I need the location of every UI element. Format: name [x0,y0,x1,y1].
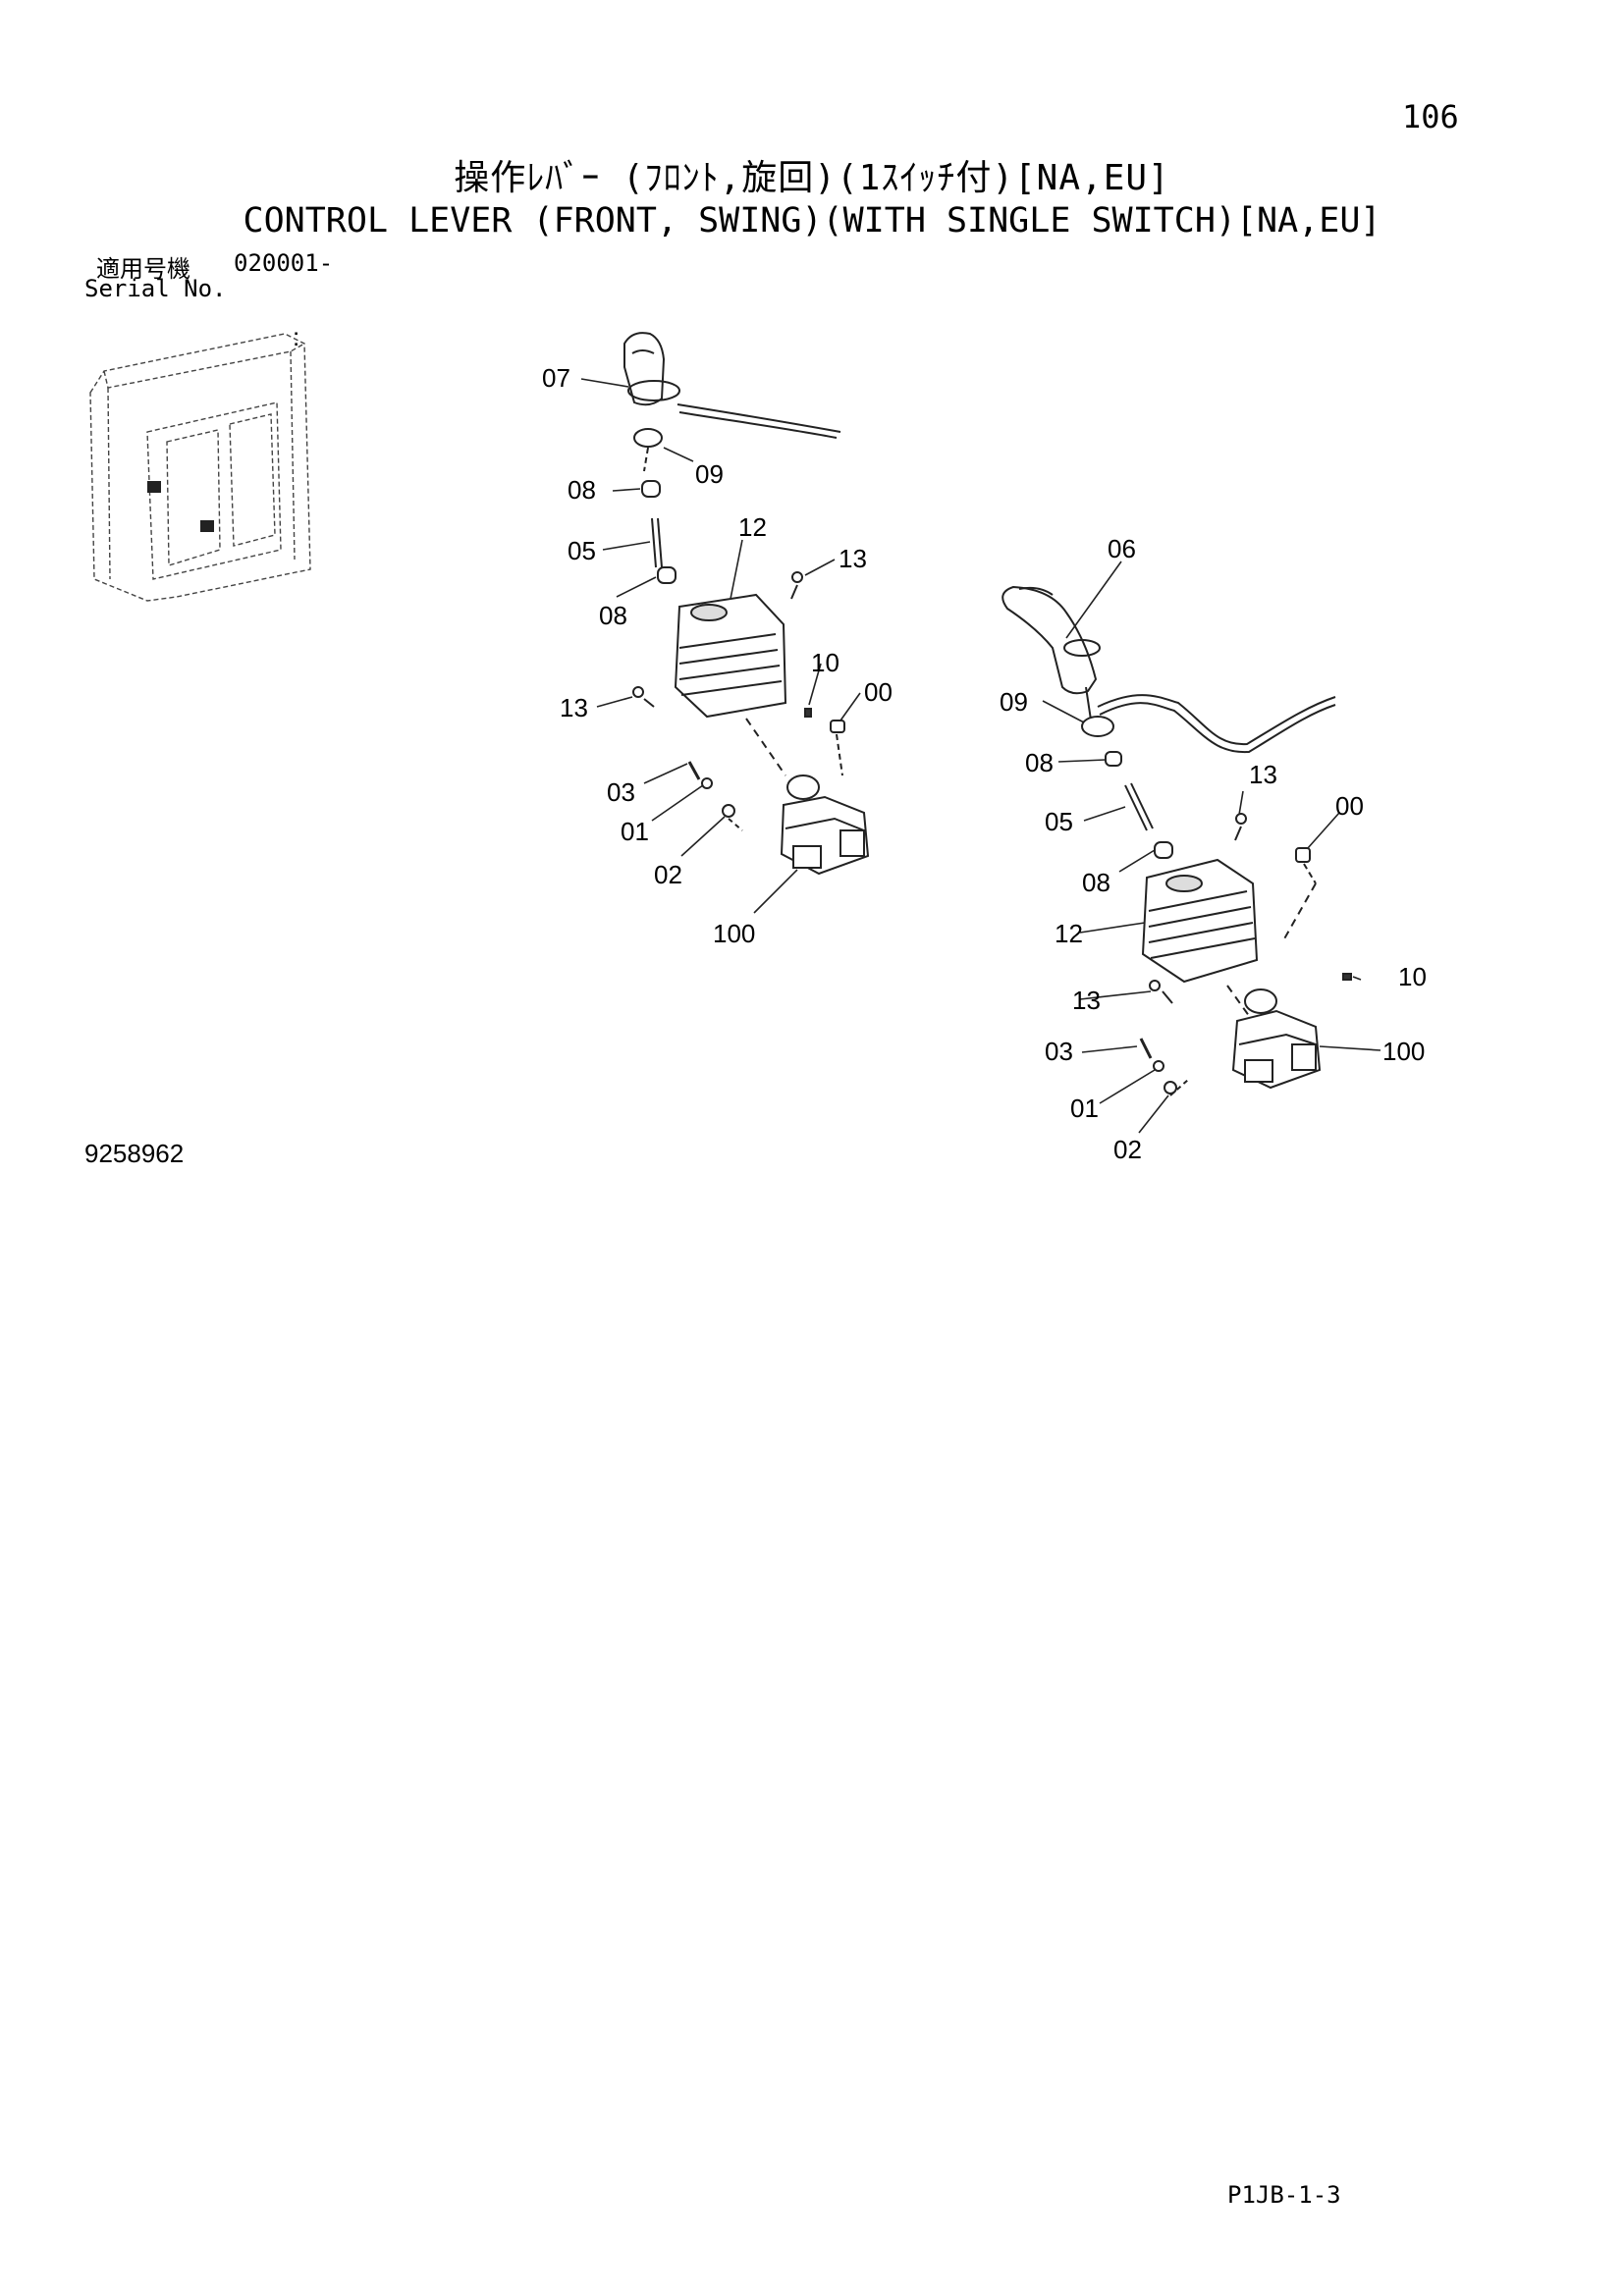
callout-right-12: 12 [1055,919,1083,948]
callout-right-06: 06 [1108,534,1136,563]
callout-left-02: 02 [654,860,682,889]
serial-label-jp: 適用号機 [96,256,190,283]
callout-left-00: 00 [864,677,893,707]
callout-right-08-upper: 08 [1025,748,1054,777]
cab-locator-illustration [89,333,311,602]
callout-right-05: 05 [1045,807,1073,836]
callout-left-100: 100 [713,919,755,948]
callout-right-100: 100 [1382,1037,1425,1066]
callout-right-00: 00 [1335,791,1364,821]
serial-value: 020001- [234,249,334,277]
serial-label-en: Serial No. [84,275,227,302]
cab-lever-marks [147,481,214,532]
page-title-jp: 操作ﾚﾊﾞｰ (ﾌﾛﾝﾄ,旋回)(1ｽｲｯﾁ付)[NA,EU] [454,158,1170,198]
callout-right-08-lower: 08 [1082,868,1110,897]
leader-lines [580,378,1381,1134]
callout-left-07: 07 [542,363,570,393]
drawing-number: 9258962 [84,1139,185,1168]
callout-right-01: 01 [1070,1094,1099,1123]
right-lever-assembly [1001,585,1352,1096]
callout-right-03: 03 [1045,1037,1073,1066]
callout-right-13-upper: 13 [1249,760,1277,789]
callout-left-09: 09 [695,459,724,489]
page-title-en: CONTROL LEVER (FRONT, SWING)(WITH SINGLE… [243,201,1381,240]
left-lever-assembly [623,332,870,876]
callout-right-02: 02 [1113,1135,1142,1164]
callout-left-10: 10 [811,648,839,677]
callout-left-08-upper: 08 [568,475,596,505]
callout-left-03: 03 [607,777,635,807]
callout-right-13-lower: 13 [1072,986,1101,1015]
callout-left-05: 05 [568,536,596,565]
callout-left-13-upper: 13 [839,544,867,573]
page-code: P1JB-1-3 [1227,2181,1341,2209]
callout-left-12: 12 [738,512,767,542]
callout-left-08-lower: 08 [599,601,627,630]
right-callouts: 06 09 08 13 05 00 08 12 10 13 100 03 01 … [1000,534,1427,1164]
left-callouts: 07 09 08 05 12 13 08 13 10 00 03 01 02 1… [542,363,893,948]
callout-left-13-lower: 13 [560,693,588,722]
page-number: 106 [1402,98,1459,135]
callout-right-10: 10 [1398,962,1427,991]
callout-left-01: 01 [621,817,649,846]
cab-marker: : [293,322,299,351]
callout-right-09: 09 [1000,687,1028,717]
